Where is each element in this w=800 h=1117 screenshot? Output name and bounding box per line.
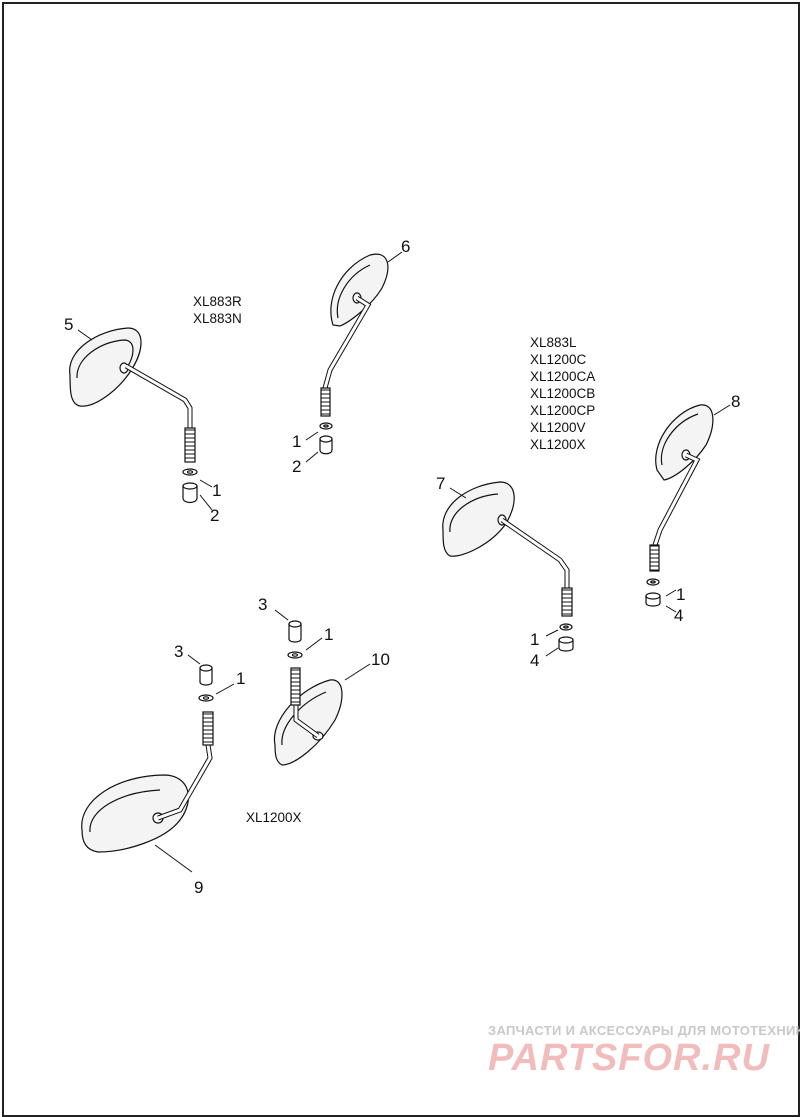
callout-1: 1 bbox=[236, 669, 245, 688]
watermark-tagline: ЗАПЧАСТИ И АКСЕССУАРЫ ДЛЯ МОТОТЕХНИКИ bbox=[488, 1023, 800, 1038]
callout-3: 3 bbox=[258, 595, 267, 614]
washer-1-e bbox=[198, 694, 214, 702]
watermark-logo: PARTSFOR.RU bbox=[488, 1037, 770, 1079]
callout-2: 2 bbox=[292, 457, 301, 476]
model-labels: XL883R XL883N XL883L XL1200C XL1200CA XL… bbox=[193, 294, 595, 825]
model-label: XL1200CB bbox=[530, 386, 595, 401]
washer-1-a bbox=[182, 468, 198, 476]
callout-10: 10 bbox=[371, 650, 390, 669]
mirror-6 bbox=[320, 253, 389, 417]
callout-5: 5 bbox=[64, 315, 73, 334]
model-label: XL883N bbox=[193, 311, 242, 326]
cap-nut-2-a bbox=[182, 482, 198, 504]
cap-nut-3-b bbox=[288, 620, 302, 643]
washer-1-d bbox=[646, 578, 660, 586]
mirror-8 bbox=[649, 404, 714, 572]
nut-4-a bbox=[558, 636, 574, 652]
model-label: XL1200CP bbox=[530, 403, 595, 418]
callout-3: 3 bbox=[174, 642, 183, 661]
callout-8: 8 bbox=[731, 392, 740, 411]
washer-1-c bbox=[559, 623, 573, 631]
callout-9: 9 bbox=[194, 878, 203, 897]
mirror-5 bbox=[69, 327, 196, 463]
leader-lines bbox=[77, 251, 731, 873]
mirror-7 bbox=[442, 481, 573, 617]
model-label: XL1200CA bbox=[530, 369, 595, 384]
mirror-10 bbox=[273, 667, 343, 766]
callout-1: 1 bbox=[530, 630, 539, 649]
washer-1-b bbox=[319, 422, 333, 430]
model-label: XL883R bbox=[193, 294, 242, 309]
callout-1: 1 bbox=[292, 432, 301, 451]
callout-2: 2 bbox=[210, 506, 219, 525]
callout-4: 4 bbox=[530, 651, 539, 670]
model-label: XL1200C bbox=[530, 352, 587, 367]
callout-numbers: 5 6 7 8 9 10 1 2 1 2 1 4 1 4 3 1 3 1 bbox=[64, 237, 740, 897]
watermark: ЗАПЧАСТИ И АКСЕССУАРЫ ДЛЯ МОТОТЕХНИКИ PA… bbox=[488, 1023, 800, 1079]
callout-7: 7 bbox=[436, 474, 445, 493]
model-label: XL1200V bbox=[530, 420, 586, 435]
callout-1: 1 bbox=[212, 481, 221, 500]
model-label: XL1200X bbox=[530, 437, 586, 452]
mirror-9 bbox=[81, 711, 214, 853]
callout-6: 6 bbox=[401, 237, 410, 256]
callout-1: 1 bbox=[676, 585, 685, 604]
model-label: XL1200X bbox=[246, 810, 302, 825]
cap-nut-2-b bbox=[319, 435, 333, 455]
model-label: XL883L bbox=[530, 335, 577, 350]
nut-4-b bbox=[645, 592, 661, 607]
callout-1: 1 bbox=[324, 625, 333, 644]
cap-nut-3-a bbox=[199, 664, 213, 686]
washer-1-f bbox=[287, 651, 303, 659]
callout-4: 4 bbox=[674, 606, 683, 625]
